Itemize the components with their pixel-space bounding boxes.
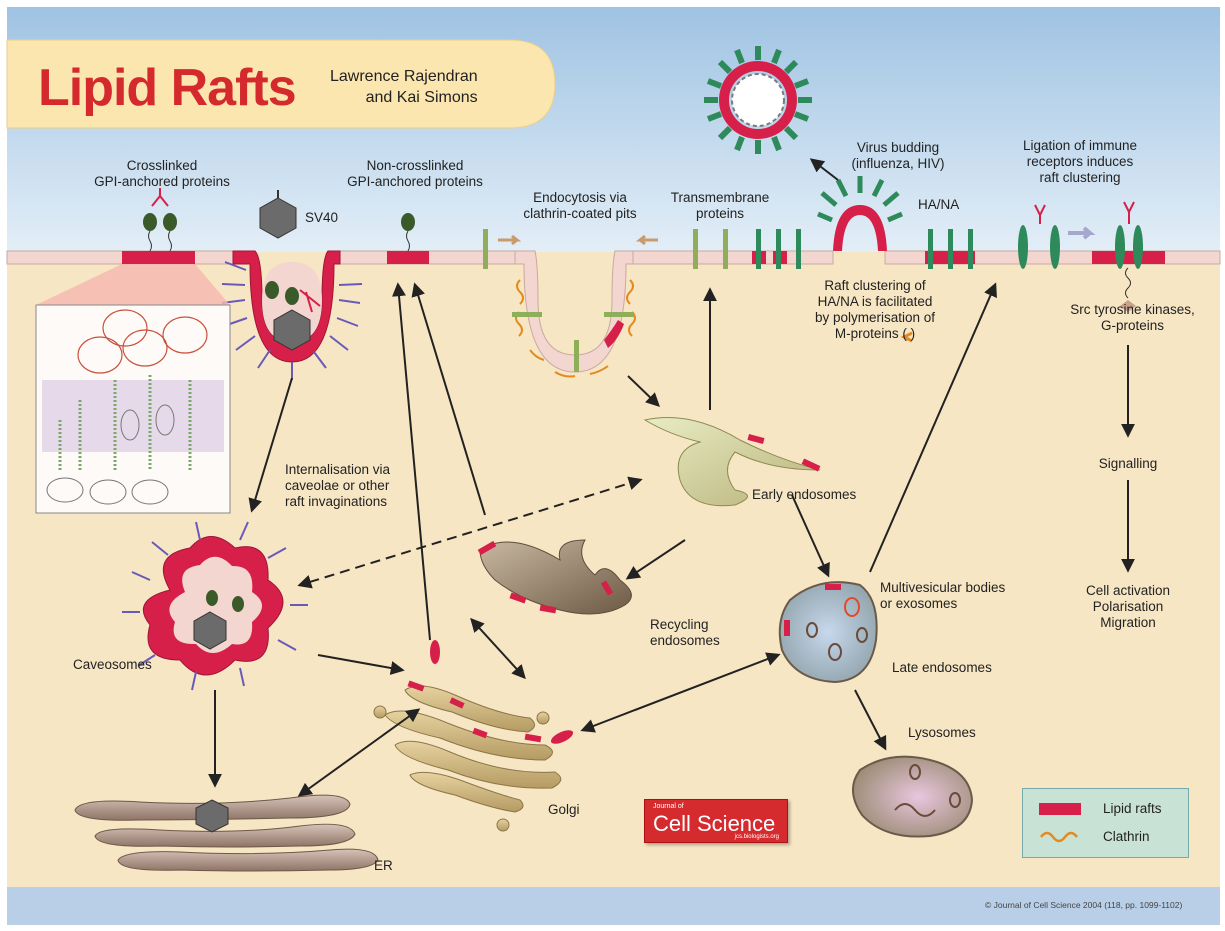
legend-raft-swatch xyxy=(1039,803,1081,815)
label-er: ER xyxy=(374,858,393,874)
legend-clathrin-swatch xyxy=(1039,829,1081,843)
molecular-inset xyxy=(36,264,230,513)
released-virus xyxy=(704,46,812,154)
label-caveosomes: Caveosomes xyxy=(73,657,152,673)
label-sv40: SV40 xyxy=(305,210,338,226)
author-line-2: and Kai Simons xyxy=(330,87,478,108)
late-endosome xyxy=(780,582,877,682)
legend-raft-label: Lipid rafts xyxy=(1103,801,1162,817)
label-virus-budding: Virus budding(influenza, HIV) xyxy=(838,140,958,172)
er-organelle xyxy=(75,795,378,871)
tm-protein-1 xyxy=(483,229,488,269)
legend-clathrin-label: Clathrin xyxy=(1103,829,1150,845)
raft-noncrosslinked xyxy=(387,251,429,264)
journal-badge-top: Journal of xyxy=(653,803,684,810)
journal-badge-url: jcs.biologists.org xyxy=(735,834,779,840)
raft-crosslinked xyxy=(122,251,195,264)
diagram-title: Lipid Rafts xyxy=(38,58,296,118)
label-src: Src tyrosine kinases,G-proteins xyxy=(1050,302,1215,334)
legend: Lipid rafts Clathrin xyxy=(1022,788,1189,858)
journal-badge: Journal of Cell Science jcs.biologists.o… xyxy=(644,799,788,843)
copyright-credit: © Journal of Cell Science 2004 (118, pp.… xyxy=(985,900,1182,910)
label-lysosomes: Lysosomes xyxy=(908,725,976,741)
raft-immune xyxy=(1092,251,1165,264)
label-early-endosomes: Early endosomes xyxy=(752,487,856,503)
authors: Lawrence Rajendran and Kai Simons xyxy=(330,66,478,108)
label-golgi: Golgi xyxy=(548,802,580,818)
label-signalling: Signalling xyxy=(1080,456,1176,472)
label-late-endosomes: Late endosomes xyxy=(892,660,992,676)
label-hana: HA/NA xyxy=(918,197,959,213)
author-line-1: Lawrence Rajendran xyxy=(330,66,478,87)
